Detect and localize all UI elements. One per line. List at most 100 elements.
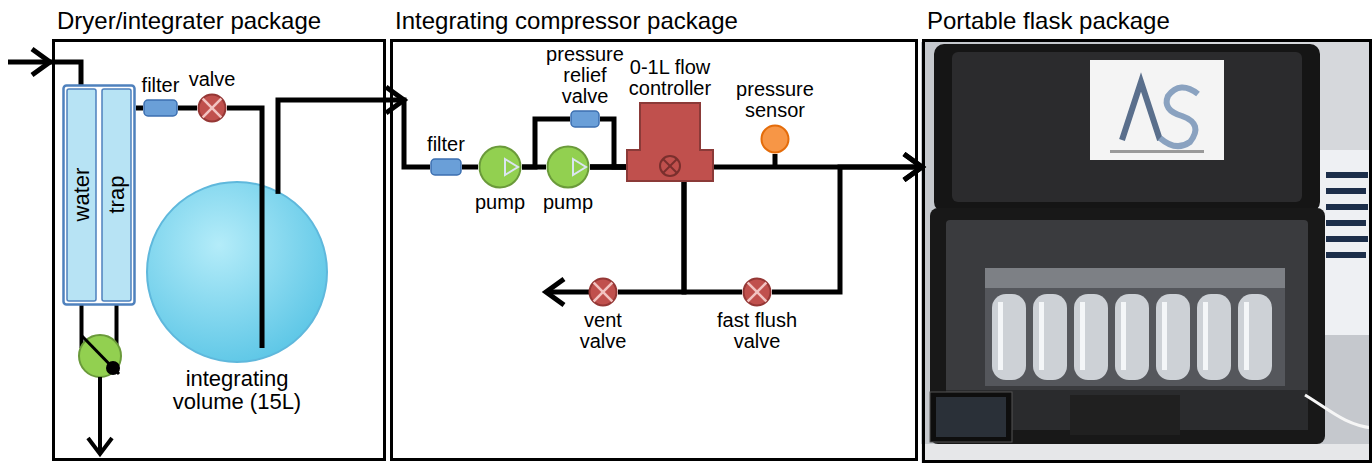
pump-shape: [478, 145, 522, 189]
banner-mark: [1326, 188, 1366, 194]
drain-valve-ball: [106, 361, 120, 375]
water-trap: water trap: [62, 84, 136, 306]
sensor-body: [762, 126, 789, 153]
valve-cross: [748, 283, 767, 302]
flask-glint: [1162, 302, 1167, 370]
pipe-line: [178, 106, 197, 111]
control-box: [1070, 395, 1180, 435]
integrating-volume-shape: [145, 180, 329, 364]
controller-valve: [660, 156, 680, 176]
pump-body: [480, 147, 521, 188]
pressure-sensor-shape: [760, 124, 790, 154]
filter: filter: [430, 158, 462, 176]
flask: [1238, 294, 1272, 380]
pipe-connector: [590, 167, 742, 292]
part-label: integrating volume (15L): [162, 367, 312, 413]
part-label: pump: [475, 192, 525, 213]
pipe-line: [600, 119, 626, 167]
part-label: pressure sensor: [732, 79, 818, 121]
filter-shape: [143, 99, 178, 117]
vent-pipe: [547, 290, 592, 295]
filter-body: [144, 100, 177, 116]
inlet-arrow: [8, 49, 81, 86]
integrating-volume: integrating volume (15L): [145, 180, 329, 364]
valve-cross: [594, 283, 613, 302]
manifold: [985, 268, 1285, 288]
pipe-connector: [227, 108, 262, 180]
pressure-sensor: pressure sensor: [760, 124, 790, 154]
drain-pipe: [80, 304, 84, 348]
flask-case-photo: [921, 42, 1372, 463]
valve-cross: [748, 283, 767, 302]
trap-housing: [64, 86, 135, 305]
part-label: filter: [142, 75, 180, 96]
filter-body: [571, 111, 599, 127]
part-label: pressure relief valve: [542, 44, 628, 107]
pipe-line: [590, 167, 742, 292]
package-heading: Dryer/integrater package: [57, 8, 321, 33]
relief-valve-shape: [570, 110, 600, 128]
flask: [1115, 294, 1149, 380]
valve-cross: [203, 99, 222, 118]
part-label: water: [70, 168, 93, 222]
arrow-head: [386, 87, 404, 113]
arrow-head: [904, 154, 922, 180]
volume-vessel: [147, 182, 327, 362]
filter: filter: [143, 99, 178, 117]
banner-mark: [1326, 172, 1368, 178]
trap-tube: [67, 89, 96, 301]
part-label: valve: [189, 69, 236, 90]
package-box: water trap filter valve integrating volume (…: [52, 39, 386, 461]
filter-body: [431, 159, 461, 175]
package-box: Portable flask package: [922, 39, 1372, 463]
lid-foam: [952, 52, 1302, 202]
flush-valve: fast flush valve: [742, 277, 772, 307]
package-heading: Portable flask package: [927, 8, 1170, 33]
pipe-connector: [772, 154, 922, 292]
flask-glint: [1244, 302, 1249, 370]
controller-cross: [663, 159, 677, 173]
part-label: 0-1L flow controller: [624, 57, 716, 99]
banner-mark: [1326, 236, 1368, 242]
pipe-connector: [590, 167, 684, 292]
pipe-connector: [278, 87, 430, 180]
part-label: pump: [543, 192, 593, 213]
controller-cross: [663, 159, 677, 173]
photo-background: [921, 42, 1372, 463]
flask-glint: [1203, 302, 1208, 370]
vent-outlet: [546, 279, 592, 305]
outlet-stub: [275, 180, 280, 194]
pump: pump: [478, 145, 522, 189]
pipe-line: [136, 106, 143, 111]
valve: valve: [197, 93, 227, 123]
banner-mark: [1326, 252, 1366, 258]
pump-shape: [546, 145, 590, 189]
flow-controller: 0-1L flow controller: [626, 102, 714, 182]
part-label: fast flush valve: [712, 310, 802, 352]
valve-body: [590, 279, 617, 306]
pipe-connector: [178, 108, 197, 109]
flask-glint: [1080, 302, 1085, 370]
cable: [1305, 395, 1372, 428]
drain-valve-stem: [82, 336, 119, 374]
pump-triangle: [573, 159, 586, 175]
banner-mark: [1326, 204, 1368, 210]
banner: [1318, 150, 1372, 335]
drain-valve-body: [79, 335, 121, 377]
banner-mark: [1326, 220, 1366, 226]
filter-shape: [430, 158, 462, 176]
pipe-connector: [136, 108, 143, 109]
part-label: trap: [105, 176, 128, 214]
dip-tube: [260, 180, 265, 348]
part-label: filter: [427, 134, 465, 155]
flask-glint: [1039, 302, 1044, 370]
controller-body: [627, 103, 713, 181]
laptop: [930, 392, 1012, 442]
logo-rule: [1110, 150, 1204, 153]
arrow-head: [546, 279, 564, 305]
arrow-head: [88, 438, 112, 454]
pipe-connector: [600, 119, 626, 167]
valve-cross: [203, 99, 222, 118]
laptop-screen: [936, 397, 1006, 437]
